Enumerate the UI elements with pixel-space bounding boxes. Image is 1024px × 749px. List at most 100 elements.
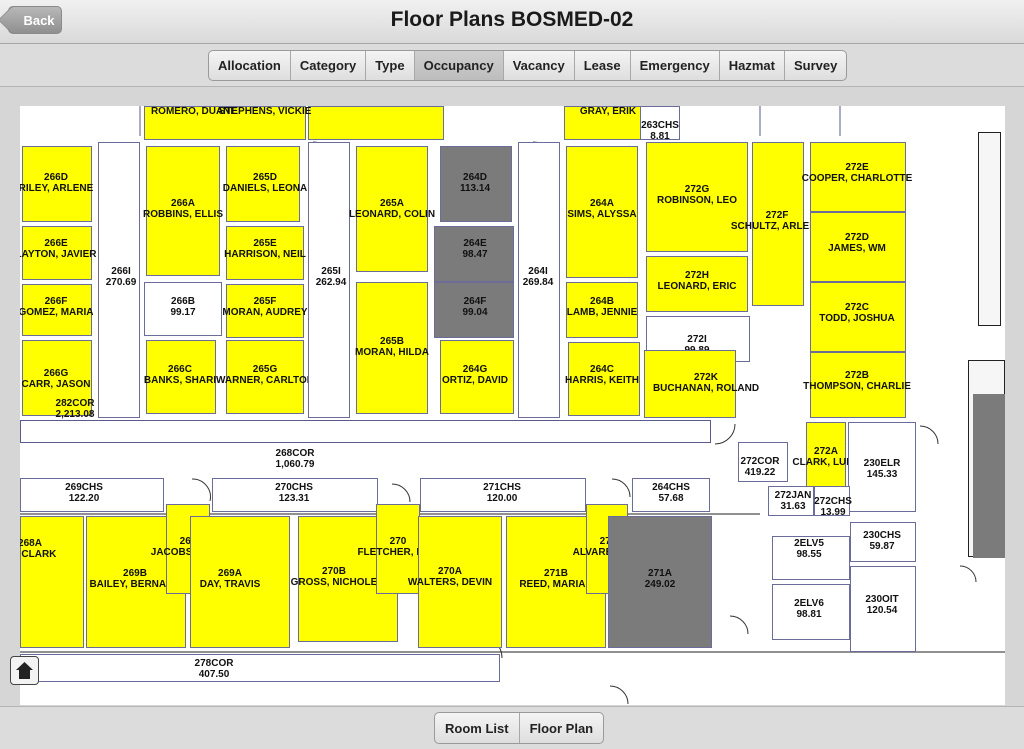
room-r61[interactable] bbox=[608, 516, 712, 648]
room-r25[interactable] bbox=[518, 142, 560, 418]
room-label-line1: 272CHS bbox=[814, 496, 852, 507]
room-label-line1: 270CHS bbox=[275, 482, 313, 493]
room-label-line1: 271CHS bbox=[483, 482, 521, 493]
room-r2[interactable] bbox=[308, 106, 444, 140]
room-r30[interactable] bbox=[646, 256, 748, 312]
room-r39[interactable] bbox=[738, 442, 788, 482]
room-label-line1: 266D bbox=[44, 172, 68, 183]
room-r51[interactable] bbox=[850, 566, 916, 652]
room-r12[interactable] bbox=[144, 282, 222, 336]
room-r4[interactable] bbox=[640, 106, 680, 140]
room-label-line1: 270A bbox=[438, 566, 462, 577]
room-label-line1: GRAY, ERIK bbox=[579, 106, 637, 117]
tab-type[interactable]: Type bbox=[365, 51, 413, 80]
tab-vacancy[interactable]: Vacancy bbox=[502, 51, 574, 80]
tab-occupancy[interactable]: Occupancy bbox=[413, 51, 503, 80]
room-r27[interactable] bbox=[566, 282, 638, 338]
tab-hazmat[interactable]: Hazmat bbox=[718, 51, 784, 80]
room-r57[interactable] bbox=[376, 504, 420, 594]
room-r44[interactable] bbox=[420, 478, 586, 512]
room-r26[interactable] bbox=[566, 146, 638, 278]
room-r52[interactable] bbox=[20, 516, 84, 648]
room-r35[interactable] bbox=[810, 212, 906, 282]
room-r48[interactable] bbox=[850, 522, 916, 562]
room-label-line1: 230OIT bbox=[865, 594, 899, 605]
room-r24[interactable] bbox=[440, 340, 514, 414]
room-r10[interactable] bbox=[98, 142, 140, 418]
room-label-line1: 270 bbox=[389, 536, 407, 547]
room-label-line2: DANIELS, LEONA bbox=[222, 183, 308, 194]
room-r46[interactable] bbox=[768, 486, 814, 516]
room-label-line2: LAYTON, JAVIER bbox=[20, 249, 97, 260]
room-r11[interactable] bbox=[146, 146, 220, 276]
room-r29[interactable] bbox=[646, 142, 748, 252]
room-r22[interactable] bbox=[434, 226, 514, 282]
floor-plan-button[interactable]: Floor Plan bbox=[518, 713, 604, 743]
room-r20[interactable] bbox=[356, 282, 428, 414]
room-list-button[interactable]: Room List bbox=[445, 720, 509, 736]
room-r13[interactable] bbox=[146, 340, 216, 414]
home-icon bbox=[16, 662, 33, 679]
room-label-line2: 145.33 bbox=[866, 469, 898, 480]
tab-category[interactable]: Category bbox=[289, 51, 365, 80]
room-r42[interactable] bbox=[20, 478, 164, 512]
room-label-line2: CARR, JASON bbox=[21, 379, 91, 390]
room-r37[interactable] bbox=[810, 352, 906, 418]
room-r32[interactable] bbox=[644, 350, 736, 418]
room-r1[interactable] bbox=[144, 106, 306, 140]
room-r7[interactable] bbox=[22, 284, 92, 336]
room-r49[interactable] bbox=[772, 536, 850, 580]
room-r50[interactable] bbox=[772, 584, 850, 640]
room-label-line1: 265D bbox=[253, 172, 277, 183]
room-r14[interactable] bbox=[226, 146, 300, 222]
room-label-line2: COOPER, CHARLOTTE bbox=[801, 173, 913, 184]
room-r58[interactable] bbox=[418, 516, 502, 648]
room-r33[interactable] bbox=[752, 142, 804, 306]
tab-lease[interactable]: Lease bbox=[573, 51, 630, 80]
room-r18[interactable] bbox=[308, 142, 350, 418]
room-r16[interactable] bbox=[226, 284, 304, 338]
room-r36[interactable] bbox=[810, 282, 906, 352]
room-label-line1: 264D bbox=[463, 172, 487, 183]
room-r21[interactable] bbox=[440, 146, 512, 222]
room-r41[interactable] bbox=[848, 422, 916, 512]
room-label-line2: GROSS, NICHOLE bbox=[290, 577, 378, 588]
room-label-line1: 269A bbox=[218, 568, 242, 579]
room-r47[interactable] bbox=[814, 486, 850, 516]
tab-allocation[interactable]: Allocation bbox=[218, 58, 281, 73]
room-label-line2: LEONARD, ERIC bbox=[657, 281, 737, 292]
room-label-line2: 8.81 bbox=[650, 131, 670, 142]
tab-survey[interactable]: Survey bbox=[783, 51, 846, 80]
room-r34[interactable] bbox=[810, 142, 906, 212]
room-r45[interactable] bbox=[632, 478, 710, 512]
room-r17[interactable] bbox=[226, 340, 304, 414]
back-button[interactable]: Back bbox=[8, 6, 62, 34]
room-r6[interactable] bbox=[22, 226, 92, 280]
room-r5[interactable] bbox=[22, 146, 92, 222]
home-button[interactable] bbox=[10, 656, 39, 685]
room-r43[interactable] bbox=[212, 478, 378, 512]
room-label: STEPHENS, VICKIE bbox=[219, 106, 312, 117]
room-r62[interactable] bbox=[20, 654, 500, 682]
room-label-line2: 1,060.79 bbox=[275, 459, 315, 470]
room-label-line1: 264G bbox=[462, 364, 488, 375]
room-r28[interactable] bbox=[568, 342, 640, 416]
room-r19[interactable] bbox=[356, 146, 428, 272]
room-label-line1: 272C bbox=[845, 302, 869, 313]
room-r8[interactable] bbox=[22, 340, 92, 416]
room-r55[interactable] bbox=[190, 516, 290, 648]
room-r23[interactable] bbox=[434, 282, 514, 338]
tab-emergency[interactable]: Emergency bbox=[629, 51, 719, 80]
room-r15[interactable] bbox=[226, 226, 304, 280]
